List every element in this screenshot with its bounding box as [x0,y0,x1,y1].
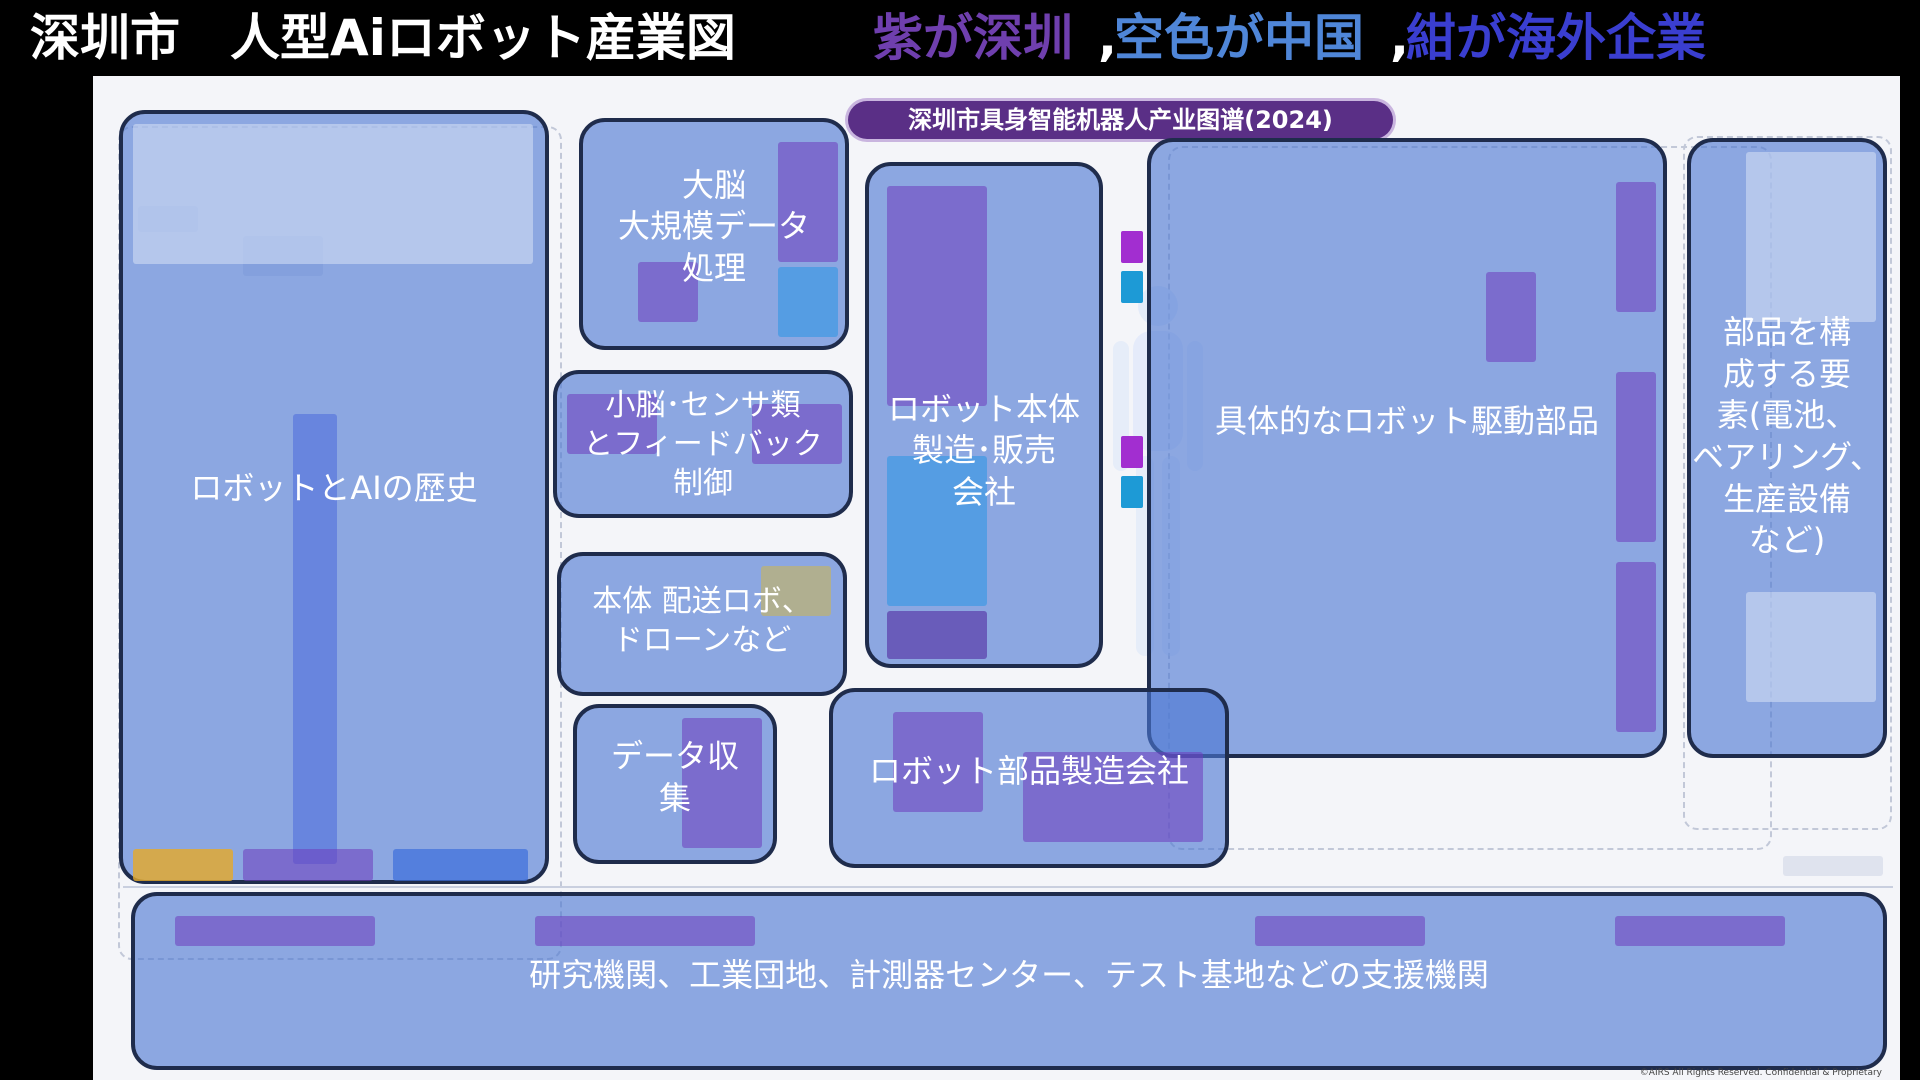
company-list [887,186,987,406]
category-tag [1121,436,1143,468]
legend-china: 空色が中国 [1114,9,1364,67]
region-components-label: 部品を構 成する要 素(電池、 ベアリング、 生産設備 など) [1692,313,1882,560]
background-detail [1783,856,1883,876]
category-tag [1121,231,1143,263]
category-tag [393,849,528,881]
region-brain: 大脳 大規模データ 処理 [579,118,849,350]
background-detail [1255,916,1425,946]
background-detail [1023,752,1203,842]
slide-header: 深圳市 人型Aiロボット産業図 紫が深圳 , 空色が中国 , 紺が海外企業 [0,0,1920,76]
background-detail [778,142,838,262]
background-detail [535,916,755,946]
legend-separator: , [1098,9,1117,67]
region-drive-parts: 具体的なロボット駆動部品 [1147,138,1667,758]
industry-map-canvas: 深圳市具身智能机器人产业图谱(2024) ロボットとAIの歴史 大脳 大規模デー… [93,76,1900,1080]
region-delivery-label: 本体 配送ロボ、 ドローンなど [592,584,812,658]
category-tag [133,849,233,881]
background-detail [752,404,842,464]
background-detail [761,566,831,616]
timeline-bar [293,414,337,864]
region-support-label: 研究機関、工業団地、計測器センター、テスト基地などの支援機関 [529,956,1489,995]
region-data-collection: データ収 集 [573,704,777,864]
region-delivery: 本体 配送ロボ、 ドローンなど [557,552,847,696]
region-support: 研究機関、工業団地、計測器センター、テスト基地などの支援機関 [131,892,1887,1070]
background-detail [1615,916,1785,946]
background-detail [133,124,533,264]
chart-banner: 深圳市具身智能机器人产业图谱(2024) [848,101,1393,139]
legend-overseas: 紺が海外企業 [1406,9,1706,67]
background-detail [567,394,657,454]
background-detail [638,262,698,322]
region-drive-parts-label: 具体的なロボット駆動部品 [1214,402,1599,441]
region-parts-makers: ロボット部品製造会社 [829,688,1229,868]
region-brain-label: 大脳 大規模データ 処理 [617,165,810,287]
legend-shenzhen: 紫が深圳 [873,9,1073,67]
background-detail [1746,592,1876,702]
background-detail [682,718,762,848]
region-components: 部品を構 成する要 素(電池、 ベアリング、 生産設備 など) [1687,138,1887,758]
background-detail [778,267,838,337]
region-data-collection-label: データ収 集 [610,737,739,817]
region-robot-body-label: ロボット本体 製造･販売 会社 [887,389,1080,511]
background-detail [175,916,375,946]
region-cerebellum: 小脳･センサ類 とフィードバック 制御 [553,370,853,518]
background-detail [1616,562,1656,732]
category-tag [1121,271,1143,303]
background-detail [1746,152,1876,322]
background-detail [1616,182,1656,312]
region-cerebellum-label: 小脳･センサ類 とフィードバック 制御 [583,388,823,501]
background-detail [1616,372,1656,542]
region-history: ロボットとAIの歴史 [119,110,549,884]
legend-separator: , [1390,9,1409,67]
company-list [887,456,987,606]
company-list [887,611,987,659]
background-frame [1683,136,1892,830]
copyright-notice: ©AIRS All Rights Reserved. Confidential … [1639,1068,1882,1078]
region-parts-makers-label: ロボット部品製造会社 [868,752,1189,791]
category-tag [1121,476,1143,508]
region-robot-body: ロボット本体 製造･販売 会社 [865,162,1103,668]
slide-title: 深圳市 人型Aiロボット産業図 [30,9,736,67]
background-detail [893,712,983,812]
background-detail [1486,272,1536,362]
divider [123,886,1893,888]
category-tag [243,849,373,881]
region-history-label: ロボットとAIの歴史 [190,469,478,508]
